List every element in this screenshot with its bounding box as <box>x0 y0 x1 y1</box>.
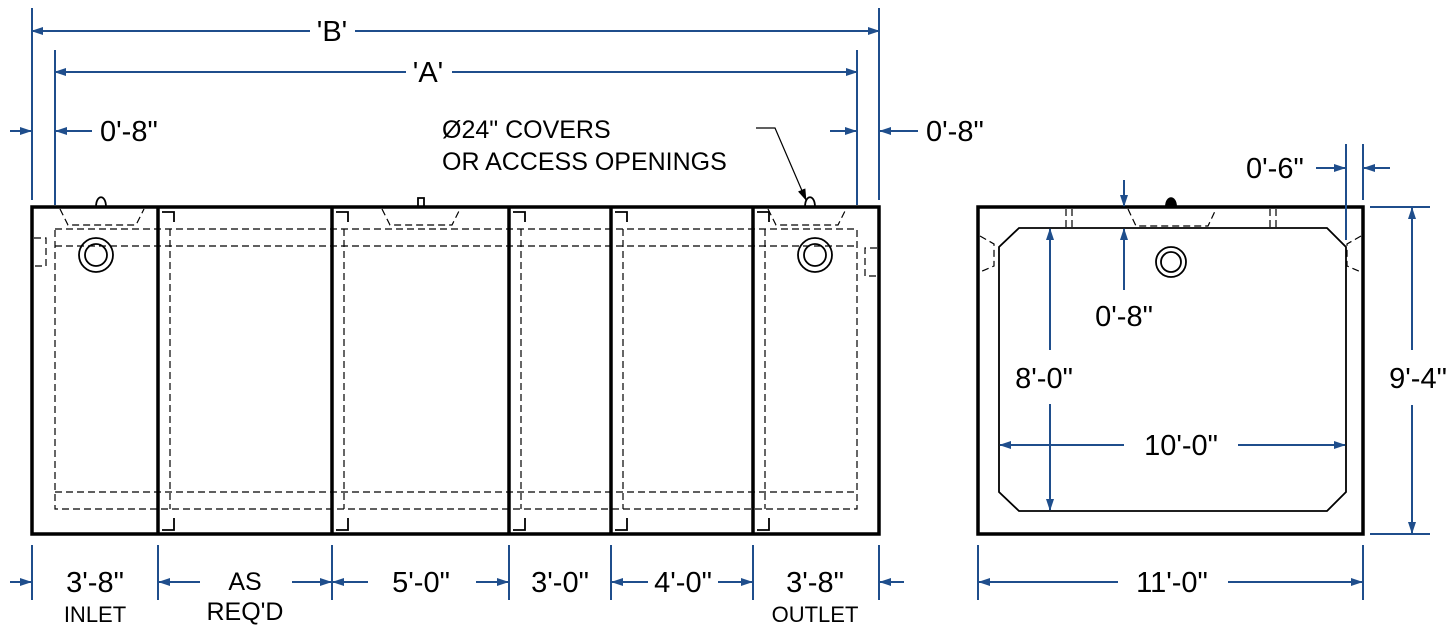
dim-overall-a: 'A' <box>54 57 858 89</box>
inside-width-label: 10'-0" <box>1144 430 1218 462</box>
cover-leader-arrow <box>756 127 807 201</box>
dim-end-offset-right: 0'-8" <box>830 116 984 148</box>
segment-asreq-sub: REQ'D <box>206 598 283 626</box>
end-offset-left-label: 0'-8" <box>100 116 158 148</box>
segment-5ft-dim: 5'-0" <box>392 567 450 599</box>
hidden-inner-lines <box>34 208 877 510</box>
dim-top-thickness: 0'-8" <box>1095 180 1153 333</box>
inside-height-label: 8'-0" <box>1015 363 1073 395</box>
compartment-walls <box>156 207 755 534</box>
segment-outlet-sub: OUTLET <box>772 602 859 627</box>
segment-asreq-dim: AS <box>228 568 261 596</box>
outside-width-label: 11'-0" <box>1136 567 1208 599</box>
dim-inside-height: 8'-0" <box>1015 228 1073 511</box>
inlet-pipe <box>78 237 114 273</box>
end-view-cover-recess <box>1127 208 1217 227</box>
top-thickness-label: 0'-8" <box>1095 301 1153 333</box>
wall-thickness-label: 0'-6" <box>1246 153 1304 185</box>
segment-outlet-dim: 3'-8" <box>786 567 844 599</box>
end-view-pipe <box>1155 246 1187 278</box>
baffle-lines <box>162 211 770 531</box>
outlet-pipe <box>797 237 833 273</box>
dim-wall-thickness: 0'-6" <box>1246 144 1390 240</box>
dim-inside-width: 10'-0" <box>999 430 1346 462</box>
dim-end-offset-left: 0'-8" <box>10 116 158 148</box>
dim-outside-height: 9'-4" <box>1370 206 1447 535</box>
end-view-stub-left <box>979 235 995 273</box>
end-view-stub-right <box>1346 235 1362 273</box>
end-offset-right-label: 0'-8" <box>926 116 984 148</box>
segment-inlet-dim: 3'-8" <box>66 567 124 599</box>
tank-outline <box>30 205 881 536</box>
bottom-dimensions <box>10 545 904 600</box>
overall-a-label: 'A' <box>413 57 443 89</box>
end-view-lug <box>1165 197 1177 207</box>
end-view: 0'-6" 0'-8" 8'-0" 10'-0" 9'-4" <box>976 144 1447 600</box>
outside-height-label: 9'-4" <box>1389 363 1447 395</box>
segment-inlet-sub: INLET <box>64 602 126 627</box>
dim-overall-b: 'B' <box>31 16 880 48</box>
cover-note-line1: Ø24" COVERS <box>442 116 611 144</box>
segment-3ft-dim: 3'-0" <box>531 567 589 599</box>
end-view-interior <box>998 227 1347 512</box>
overall-b-label: 'B' <box>317 16 347 48</box>
segment-4ft-dim: 4'-0" <box>654 567 712 599</box>
end-view-riser-lines <box>1065 209 1277 228</box>
cover-note-line2: OR ACCESS OPENINGS <box>442 148 727 176</box>
lifting-lugs <box>95 196 816 208</box>
side-view: 'B' 'A' 0'-8" 0'-8" Ø24" COVERS OR ACCES… <box>10 8 984 627</box>
dim-outside-width: 11'-0" <box>977 545 1364 600</box>
